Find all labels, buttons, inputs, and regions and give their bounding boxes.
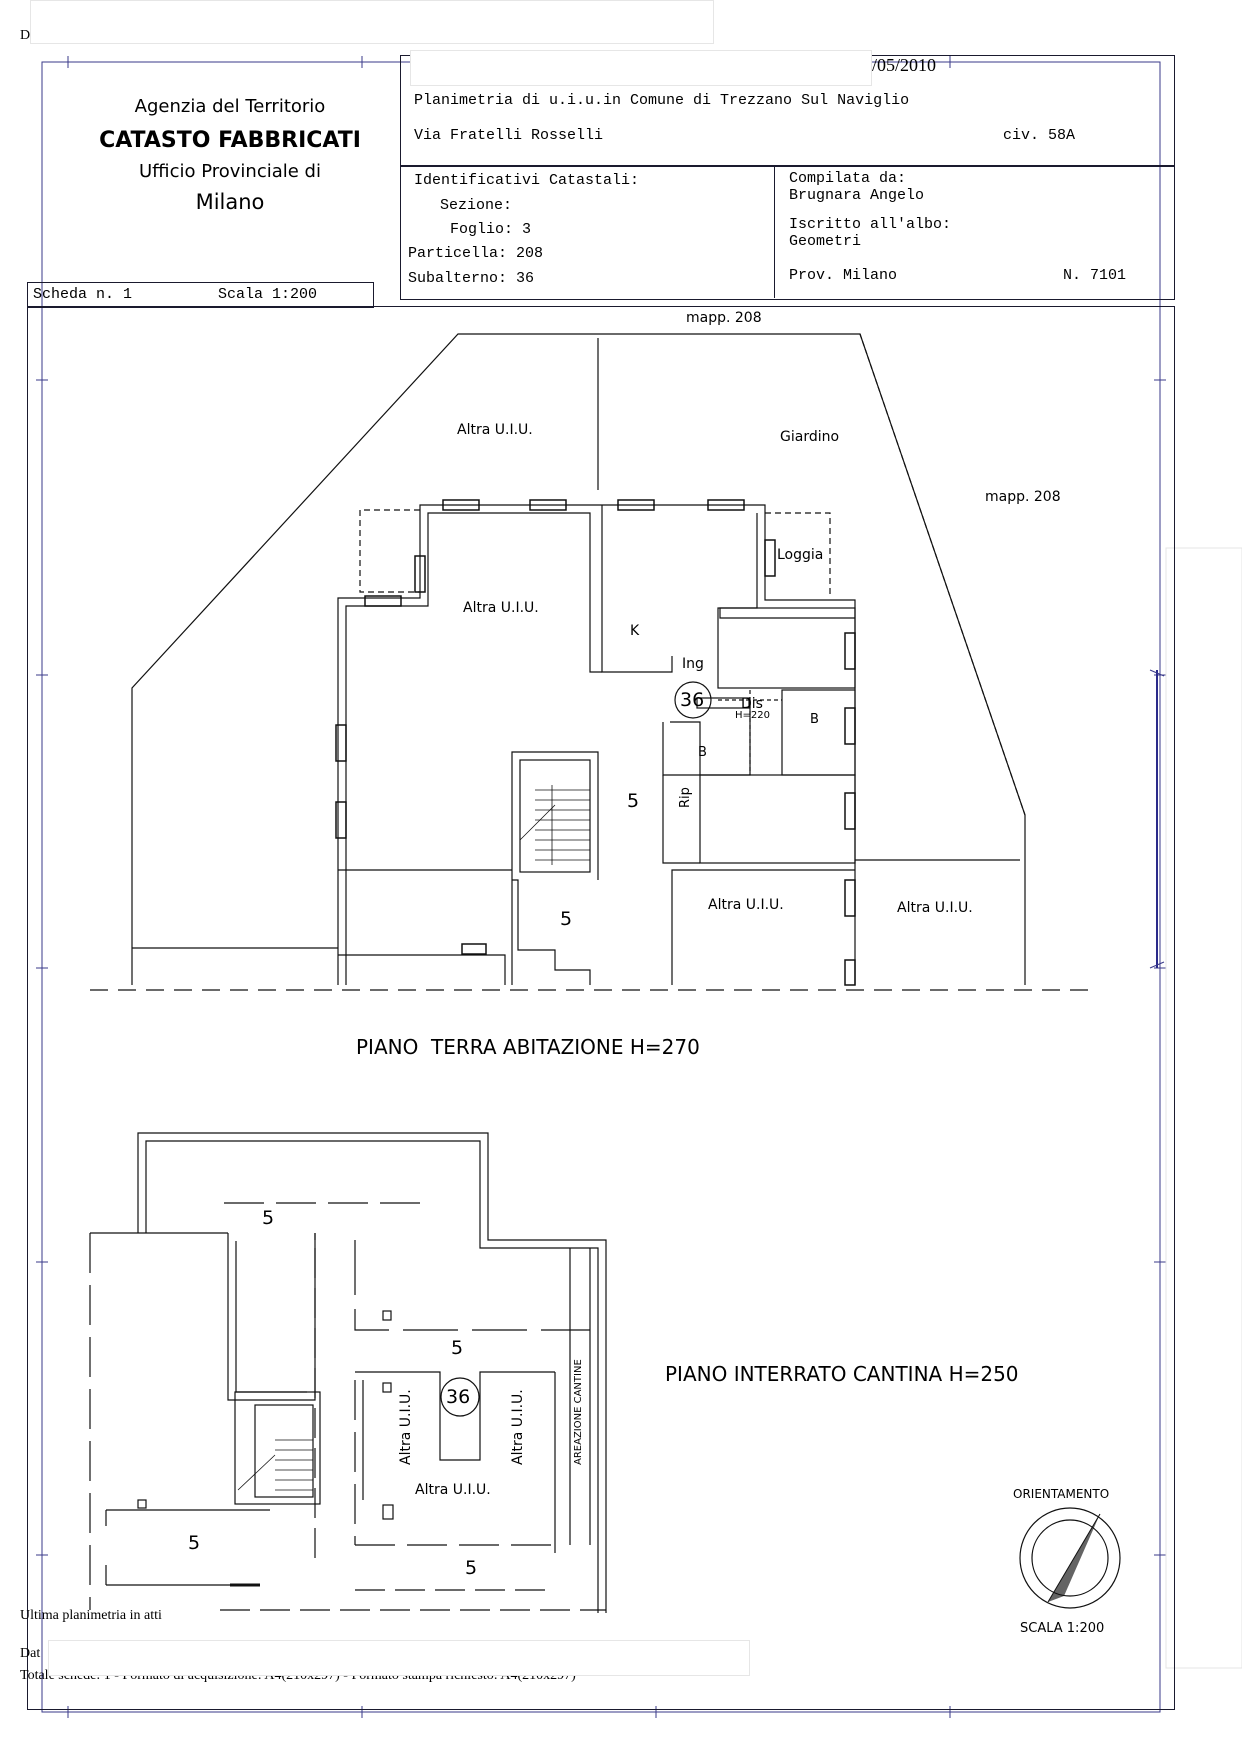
unit-36-label: 36 [680, 689, 705, 711]
date-fragment: /05/2010 [872, 55, 937, 75]
bagno-2-label: B [698, 745, 707, 760]
scala-orientation-label: SCALA 1:200 [1020, 1621, 1105, 1636]
disimpegno-height-label: H=220 [735, 710, 770, 721]
altra-uiu-top-label: Altra U.I.U. [457, 422, 533, 438]
mapp-right-label: mapp. 208 [985, 489, 1061, 505]
sezione-text: Sezione: [440, 197, 513, 214]
agency-line3: Ufficio Provinciale di [139, 161, 321, 182]
foglio-text: Foglio: 3 [450, 221, 532, 238]
agency-line4: Milano [195, 190, 265, 214]
basement-five-top: 5 [262, 1207, 275, 1229]
basement-altra-v2: Altra U.I.U. [510, 1389, 526, 1465]
bagno-1-label: B [810, 712, 819, 727]
redaction-box-footer [48, 1640, 750, 1676]
compilata-name: Brugnara Angelo [789, 187, 925, 204]
loggia-label: Loggia [777, 547, 824, 563]
redaction-box-date [410, 50, 872, 86]
via-text: Via Fratelli Rosselli [414, 127, 604, 144]
redaction-box-top [30, 0, 714, 44]
compass-icon [1019, 1507, 1121, 1609]
scala-label: Scala 1:200 [218, 286, 318, 303]
compilata-label: Compilata da: [789, 170, 907, 187]
disimpegno-label: Dis [741, 696, 763, 712]
kitchen-label: K [630, 623, 640, 639]
num-text: N. 7101 [1063, 267, 1127, 284]
planimetria-text: Planimetria di u.i.u.in Comune di Trezza… [414, 92, 910, 109]
altra-uiu-left-label: Altra U.I.U. [463, 600, 539, 616]
ground-floor-title: PIANO TERRA ABITAZIONE H=270 [356, 1035, 700, 1059]
basement-title: PIANO INTERRATO CANTINA H=250 [665, 1362, 1019, 1386]
basement-altra-v1: Altra U.I.U. [398, 1389, 414, 1465]
ultima-planimetria: Ultima planimetria in atti [20, 1608, 162, 1623]
basement-five-left: 5 [188, 1532, 201, 1554]
five-a-label: 5 [627, 790, 640, 812]
basement-five-bottom: 5 [465, 1557, 478, 1579]
basement-unit-36: 36 [446, 1386, 471, 1408]
identificativi-title: Identificativi Catastali: [414, 172, 640, 189]
corner-letter: D [20, 28, 31, 43]
altra-uiu-bottom-right-label: Altra U.I.U. [897, 900, 973, 916]
giardino-label: Giardino [780, 429, 840, 445]
five-b-label: 5 [560, 908, 573, 930]
subalterno-text: Subalterno: 36 [408, 270, 535, 287]
orientamento-label: ORIENTAMENTO [1013, 1487, 1110, 1501]
basement-altra-h: Altra U.I.U. [415, 1482, 491, 1498]
drawing-frame [27, 306, 1175, 1710]
prov-text: Prov. Milano [789, 267, 898, 284]
albo-text: Geometri [789, 233, 862, 250]
scheda-label: Scheda n. 1 [33, 286, 133, 303]
particella-text: Particella: 208 [408, 245, 544, 262]
agency-line1: Agenzia del Territorio [134, 96, 326, 117]
mapp-top-label: mapp. 208 [686, 310, 762, 326]
ingresso-label: Ing [682, 656, 704, 672]
basement-five-mid: 5 [451, 1337, 464, 1359]
iscritto-label: Iscritto all'albo: [789, 216, 952, 233]
altra-uiu-bottom-mid-label: Altra U.I.U. [708, 897, 784, 913]
header-box-bottom [400, 165, 1175, 300]
footer-dat: Dat [20, 1646, 41, 1661]
civ-text: civ. 58A [1003, 127, 1076, 144]
scheda-box [27, 282, 374, 308]
header-divider [774, 165, 775, 298]
areazione-cantine-label: AREAZIONE CANTINE [573, 1359, 584, 1465]
agency-line2: CATASTO FABBRICATI [99, 128, 361, 153]
